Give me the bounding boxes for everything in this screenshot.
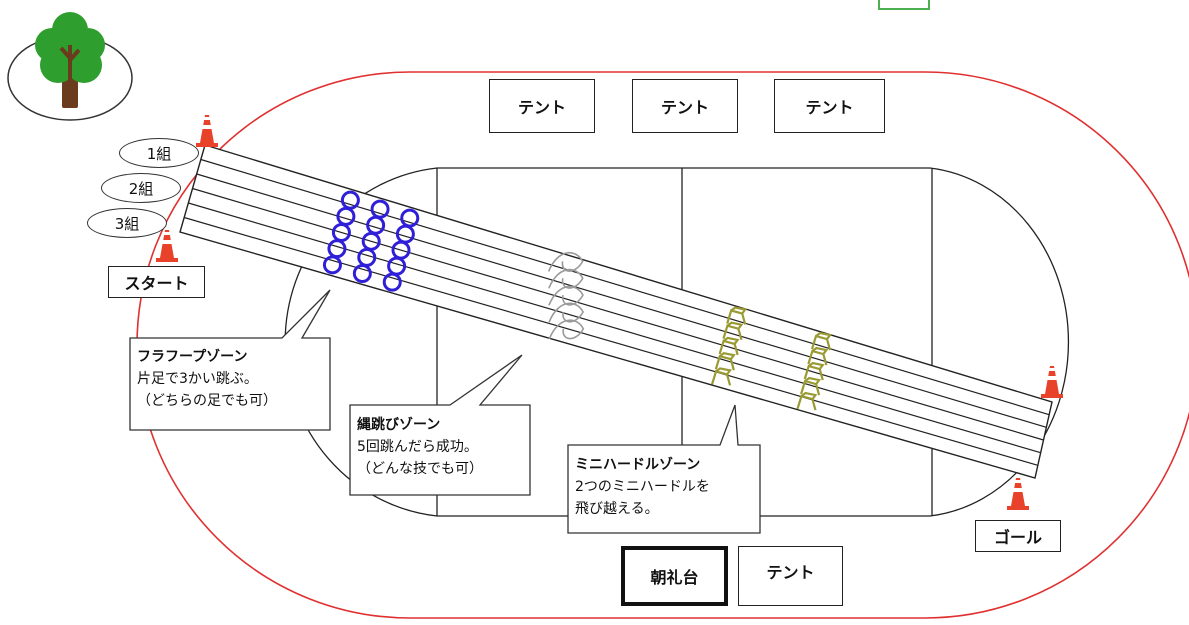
hoop-zone-line-1: 片足で3かい跳ぶ。 xyxy=(137,371,258,387)
mini-hurdle xyxy=(710,367,732,386)
group-2-label: 2組 xyxy=(101,173,181,203)
mini-hurdle xyxy=(807,346,829,366)
hurdle-zone-line-1: 2つのミニハードルを xyxy=(575,479,710,495)
hurdle-zone-line-2: 飛び越える。 xyxy=(575,501,659,517)
hoop-zone-line-2: （どちらの足でも可） xyxy=(137,393,277,409)
hurdle-callout-bubble xyxy=(567,404,761,534)
hula-hoop xyxy=(382,272,402,292)
tree-icon xyxy=(7,12,133,121)
hurdle-zone-callout: ミニハードルゾーン 2つのミニハードルを 飛び越える。 xyxy=(575,454,710,520)
jump-rope xyxy=(548,285,584,306)
rope-zone-line-2: （どんな技でも可） xyxy=(357,461,483,477)
mini-hurdle-zone xyxy=(710,306,832,411)
jump-rope xyxy=(548,268,584,289)
top-cutoff-text xyxy=(0,0,1189,12)
tent-top-2: テント xyxy=(632,79,738,133)
mini-hurdle xyxy=(810,331,832,351)
traffic-cone-icon xyxy=(156,230,178,262)
mini-hurdle xyxy=(722,321,744,341)
hoop-callout-bubble xyxy=(129,289,331,431)
group-1-label: 1組 xyxy=(119,138,199,168)
mini-hurdle xyxy=(796,391,818,411)
mini-hurdle xyxy=(726,306,748,325)
hula-hoop xyxy=(322,255,342,275)
podium: 朝礼台 xyxy=(621,546,728,606)
rope-callout-bubble xyxy=(349,354,531,496)
traffic-cone-icon xyxy=(1041,366,1063,398)
legend-box xyxy=(878,0,930,10)
start-label: スタート xyxy=(108,266,205,298)
jump-rope-zone xyxy=(547,252,585,340)
tent-top-1: テント xyxy=(489,79,595,133)
tent-top-3: テント xyxy=(774,79,885,133)
mini-hurdle xyxy=(803,361,825,381)
jump-rope xyxy=(548,319,585,340)
hula-hoop xyxy=(352,263,372,283)
group-3-label: 3組 xyxy=(87,208,167,238)
hurdle-zone-title: ミニハードルゾーン xyxy=(575,457,701,473)
rope-zone-line-1: 5回跳んだら成功。 xyxy=(357,439,478,455)
hula-hoop-zone xyxy=(322,190,420,292)
mini-hurdle xyxy=(800,376,822,396)
tent-bottom: テント xyxy=(738,546,843,606)
mini-hurdle xyxy=(714,351,736,371)
traffic-cone-icon xyxy=(196,115,218,147)
cones xyxy=(156,115,1063,510)
traffic-cone-icon xyxy=(1007,478,1029,510)
goal-label: ゴール xyxy=(975,520,1061,552)
hoop-zone-title: フラフープゾーン xyxy=(137,349,248,365)
hoop-zone-callout: フラフープゾーン 片足で3かい跳ぶ。 （どちらの足でも可） xyxy=(137,346,277,412)
mini-hurdle xyxy=(718,336,740,356)
jump-rope xyxy=(547,252,584,272)
rope-zone-callout: 縄跳びゾーン 5回跳んだら成功。 （どんな技でも可） xyxy=(357,414,483,480)
outer-track xyxy=(136,71,1189,619)
rope-zone-title: 縄跳びゾーン xyxy=(357,417,441,433)
jump-rope xyxy=(548,302,585,323)
